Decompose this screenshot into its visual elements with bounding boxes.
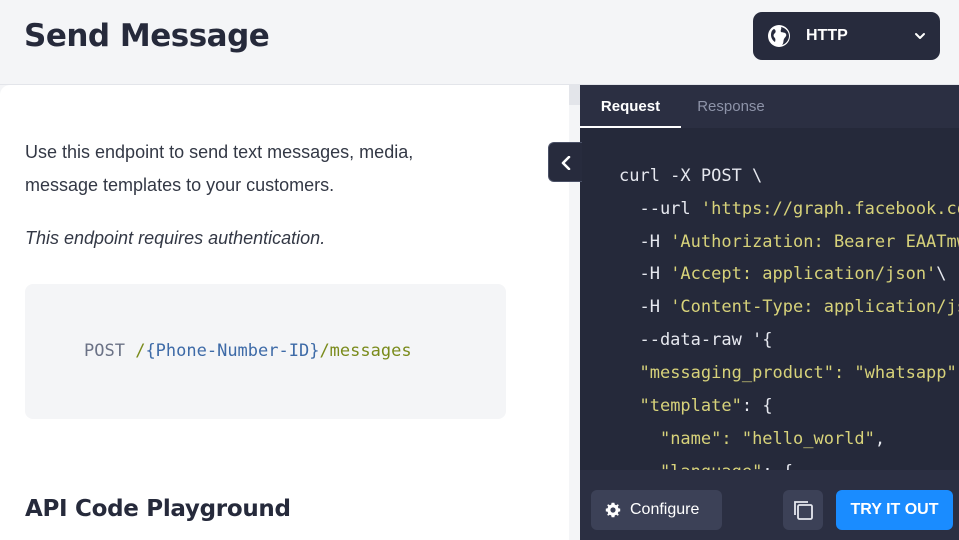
try-it-out-button[interactable]: TRY IT OUT bbox=[836, 490, 953, 530]
protocol-label: HTTP bbox=[806, 27, 848, 44]
gear-icon bbox=[605, 502, 621, 518]
code-line: --url 'https://graph.facebook.com/ bbox=[619, 199, 959, 219]
endpoint-path: /messages bbox=[319, 341, 412, 361]
code-line: "name": "hello_world", bbox=[659, 429, 886, 449]
endpoint-description: Use this endpoint to send text messages,… bbox=[25, 142, 414, 195]
code-footer: Configure TRY IT OUT bbox=[580, 470, 959, 540]
globe-icon bbox=[768, 25, 790, 47]
panel-divider bbox=[569, 85, 580, 105]
chevron-down-icon bbox=[915, 33, 925, 39]
code-line: "template": { bbox=[639, 396, 773, 416]
page-title: Send Message bbox=[24, 18, 270, 54]
tab-request[interactable]: Request bbox=[580, 85, 681, 128]
auth-note: This endpoint requires authentication. bbox=[25, 228, 326, 248]
collapse-panel-button[interactable] bbox=[548, 142, 582, 182]
copy-button[interactable] bbox=[783, 490, 823, 530]
page-header: Send Message HTTP bbox=[0, 0, 959, 85]
endpoint-param: {Phone-Number-ID} bbox=[145, 341, 320, 361]
configure-label: Configure bbox=[630, 501, 700, 518]
copy-icon bbox=[794, 501, 813, 520]
section-title: API Code Playground bbox=[25, 496, 291, 522]
code-block[interactable]: curl -X POST \ --url 'https://graph.face… bbox=[580, 128, 959, 470]
code-tabs: Request Response bbox=[580, 85, 959, 128]
endpoint-method: POST bbox=[84, 341, 125, 361]
code-line: curl -X POST \ bbox=[619, 166, 763, 186]
tab-response[interactable]: Response bbox=[697, 98, 765, 115]
protocol-select[interactable]: HTTP bbox=[753, 12, 940, 60]
configure-button[interactable]: Configure bbox=[591, 490, 722, 530]
chevron-left-icon bbox=[561, 156, 571, 170]
endpoint-slash: / bbox=[124, 341, 146, 361]
code-line: "language": { bbox=[619, 462, 793, 470]
code-line: -H 'Authorization: Bearer EAATmw bbox=[619, 232, 959, 252]
endpoint-line: POST /{Phone-Number-ID}/messages bbox=[84, 341, 412, 361]
code-line: --data-raw '{ bbox=[619, 330, 773, 350]
code-line: -H 'Accept: application/json'\ bbox=[619, 264, 947, 284]
code-playground: Request Response curl -X POST \ --url 'h… bbox=[580, 85, 959, 540]
code-line: "messaging_product": "whatsapp" bbox=[639, 363, 957, 383]
code-line: -H 'Content-Type: application/json' bbox=[619, 297, 959, 317]
endpoint-box: POST /{Phone-Number-ID}/messages bbox=[25, 284, 506, 419]
